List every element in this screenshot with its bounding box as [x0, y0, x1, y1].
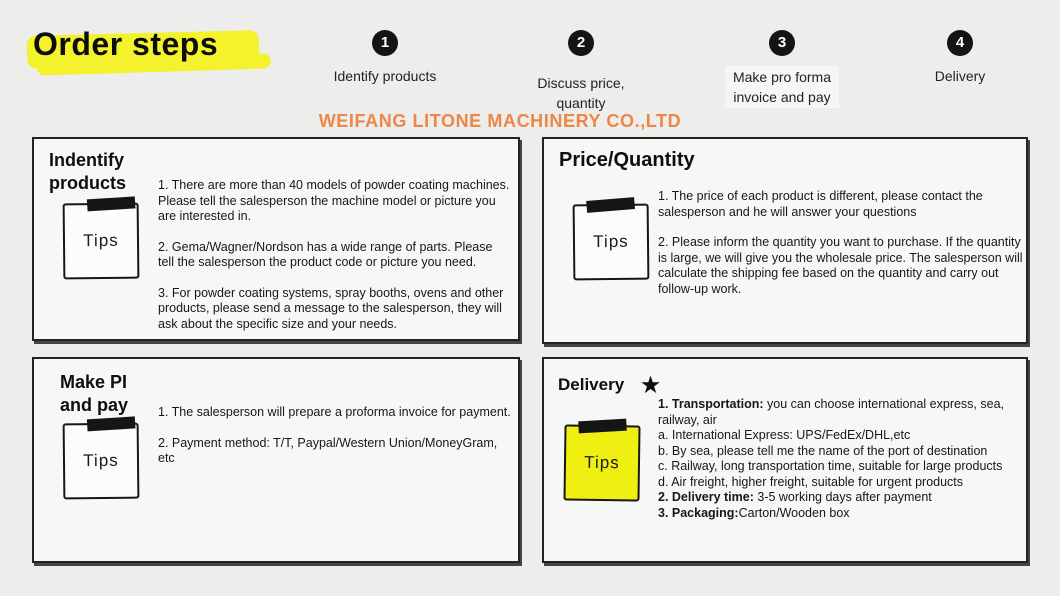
card-body: 1. The price of each product is differen…: [658, 189, 1024, 297]
card-price-quantity: Price/Quantity Tips 1. The price of each…: [542, 137, 1028, 344]
tips-note: Tips: [62, 196, 140, 280]
card-paragraph: 2. Payment method: T/T, Paypal/Western U…: [158, 436, 516, 467]
card-text-line: 2. Please inform the quantity you want t…: [658, 235, 1023, 296]
card-title-line: Price/Quantity: [559, 149, 695, 171]
tips-label: Tips: [83, 230, 119, 251]
card-body: 1. There are more than 40 models of powd…: [158, 178, 510, 332]
tape-icon: [86, 196, 136, 212]
tips-note: Tips: [62, 416, 140, 500]
card-paragraph: 2. Please inform the quantity you want t…: [658, 235, 1024, 297]
card-text-line: 3. Packaging:Carton/Wooden box: [658, 505, 850, 520]
step-label-line: Discuss price,: [537, 75, 625, 91]
card-text-line: 1. Transportation: you can choose intern…: [658, 397, 1005, 427]
tape-icon: [578, 418, 627, 434]
tips-label: Tips: [593, 231, 629, 252]
card-title: Price/Quantity: [559, 149, 695, 172]
tips-label: Tips: [584, 452, 620, 473]
card-text-line: b. By sea, please tell me the name of th…: [658, 443, 988, 458]
page-title-wrap: Order steps: [26, 26, 272, 76]
card-identify-products: Indentify products Tips 1. There are mor…: [32, 137, 520, 341]
card-text-line: d. Air freight, higher freight, suitable…: [658, 474, 964, 489]
card-paragraph: 1. The salesperson will prepare a profor…: [158, 405, 516, 421]
step-make-proforma-invoice: 3 Make pro forma invoice and pay: [692, 30, 872, 108]
tips-note: Tips: [572, 197, 650, 281]
step-discuss-price-quantity: 2 Discuss price, quantity: [491, 30, 671, 113]
card-title: Indentify products: [49, 149, 126, 195]
card-text-line: 1. There are more than 40 models of powd…: [158, 178, 510, 223]
step-label: Make pro forma invoice and pay: [724, 66, 840, 108]
tips-label: Tips: [83, 450, 119, 471]
card-delivery: Delivery ★ Tips 1. Transportation: you ca…: [542, 357, 1028, 563]
step-number-badge: 4: [947, 30, 973, 56]
step-delivery: 4 Delivery: [870, 30, 1050, 86]
card-title: Make PI and pay: [60, 371, 128, 417]
card-title-line: products: [49, 173, 127, 193]
card-text-line: 1. The price of each product is differen…: [658, 189, 983, 219]
card-paragraph: 2. Gema/Wagner/Nordson has a wide range …: [158, 240, 510, 271]
card-text-line: 3. For powder coating systems, spray boo…: [158, 285, 504, 331]
card-text-line: 2. Delivery time: 3-5 working days after…: [658, 490, 932, 504]
card-title-line: Delivery: [558, 375, 625, 394]
step-label-line: Identify products: [333, 68, 437, 84]
card-title-line: Indentify: [49, 150, 124, 170]
step-label-line: invoice and pay: [733, 89, 831, 105]
card-text-line: 2. Gema/Wagner/Nordson has a wide range …: [158, 239, 493, 270]
card-title-line: Make PI: [60, 372, 128, 392]
card-text-line: a. International Express: UPS/FedEx/DHL,…: [658, 428, 911, 442]
step-identify-products: 1 Identify products: [295, 30, 475, 86]
step-label: Delivery: [870, 66, 1050, 86]
card-body: 1. The salesperson will prepare a profor…: [158, 405, 516, 467]
company-name: WEIFANG LITONE MACHINERY CO.,LTD: [318, 111, 682, 131]
tips-note-yellow: Tips: [563, 418, 641, 502]
card-title: Delivery ★: [558, 373, 660, 398]
step-label-line: Make pro forma: [732, 69, 832, 85]
tape-icon: [586, 197, 636, 213]
step-label-line: Delivery: [934, 68, 986, 84]
card-paragraph: 1. Transportation: you can choose intern…: [658, 397, 1028, 521]
page-title: Order steps: [33, 26, 219, 62]
step-label: Discuss price, quantity: [491, 73, 671, 113]
card-make-pi-and-pay: Make PI and pay Tips 1. The salesperson …: [32, 357, 520, 563]
step-number-badge: 2: [568, 30, 594, 56]
tape-icon: [86, 416, 136, 432]
step-number-badge: 1: [372, 30, 398, 56]
step-label-line: quantity: [556, 95, 606, 111]
card-paragraph: 1. The price of each product is differen…: [658, 189, 1024, 220]
card-body: 1. Transportation: you can choose intern…: [658, 397, 1028, 521]
star-icon: ★: [641, 374, 660, 397]
card-paragraph: 3. For powder coating systems, spray boo…: [158, 286, 510, 333]
card-title-line: and pay: [60, 395, 129, 415]
card-paragraph: 1. There are more than 40 models of powd…: [158, 178, 510, 225]
card-text-line: c. Railway, long transportation time, su…: [658, 459, 1003, 473]
card-text-line: 2. Payment method: T/T, Paypal/Western U…: [158, 435, 498, 466]
step-label: Identify products: [295, 66, 475, 86]
card-text-line: 1. The salesperson will prepare a profor…: [158, 405, 511, 419]
step-number-badge: 3: [769, 30, 795, 56]
